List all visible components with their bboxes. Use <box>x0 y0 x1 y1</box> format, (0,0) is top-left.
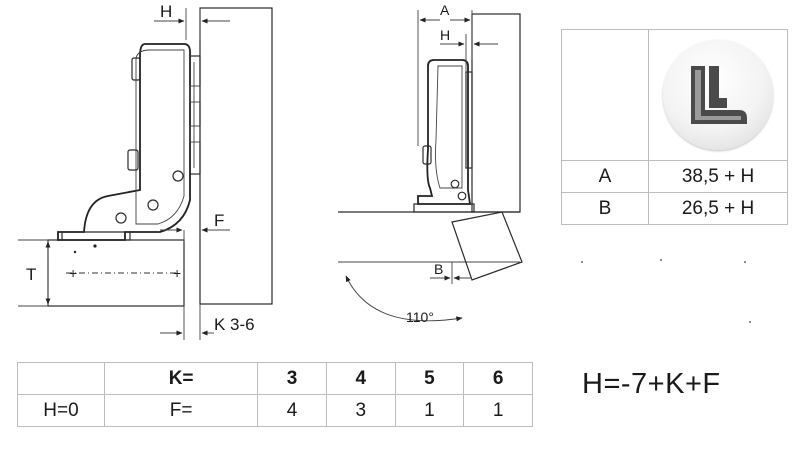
dim-h2-label: H <box>440 27 450 43</box>
kf-header-cell: 6 <box>463 362 533 395</box>
kf-header-cell <box>17 362 105 395</box>
ab-value: 38,5 + H <box>648 160 788 193</box>
angle-label: 110° <box>406 309 434 325</box>
adjust-screw-1 <box>172 170 184 182</box>
cabinet-side-panel <box>199 7 273 305</box>
dim-f-label: F <box>214 211 224 230</box>
adjust-screw-3 <box>115 212 127 224</box>
kf-cell: H=0 <box>17 394 105 427</box>
kf-header-cell: K= <box>103 362 259 395</box>
kf-overlay-table: K= 3 4 5 6 H=0 F= 4 3 1 1 <box>17 362 533 427</box>
left-hinge-view: + + H F T <box>18 2 273 340</box>
kf-header-cell: 4 <box>325 362 396 395</box>
opening-angle-arc <box>345 275 463 322</box>
kf-cell: 3 <box>325 394 396 427</box>
ab-value: 26,5 + H <box>648 192 788 225</box>
dim-b-label: B <box>434 261 443 277</box>
dim-h-label: H <box>160 2 172 21</box>
ab-label: B <box>561 192 649 225</box>
kf-header-cell: 3 <box>257 362 327 395</box>
kf-cell: 1 <box>394 394 465 427</box>
adjust-screw-2 <box>147 199 159 211</box>
kf-header-row: K= 3 4 5 6 <box>17 362 533 395</box>
ab-row-b: B 26,5 + H <box>561 192 788 225</box>
ab-label: A <box>561 160 649 193</box>
opened-door <box>451 211 523 281</box>
dim-t-label: T <box>26 265 36 284</box>
right-hinge-view: A H B 110° <box>338 2 751 325</box>
hinge-arm <box>57 43 191 241</box>
svg-text:+: + <box>173 265 181 281</box>
overlay-formula: H=-7+K+F <box>582 368 721 400</box>
ab-row-a: A 38,5 + H <box>561 160 788 193</box>
kf-cell: 1 <box>463 394 533 427</box>
right-hinge-arm <box>417 59 472 205</box>
svg-text:+: + <box>69 265 77 281</box>
kf-value-row: H=0 F= 4 3 1 1 <box>17 394 533 427</box>
mounting-plate <box>189 55 201 175</box>
ab-dimension-table: A 38,5 + H B 26,5 + H <box>561 29 788 225</box>
dim-a-label: A <box>440 2 450 18</box>
hinge-type-icon <box>663 40 773 150</box>
kf-cell: F= <box>103 394 259 427</box>
kf-header-cell: 5 <box>394 362 465 395</box>
dim-k-label: K 3-6 <box>214 315 255 334</box>
kf-cell: 4 <box>257 394 327 427</box>
